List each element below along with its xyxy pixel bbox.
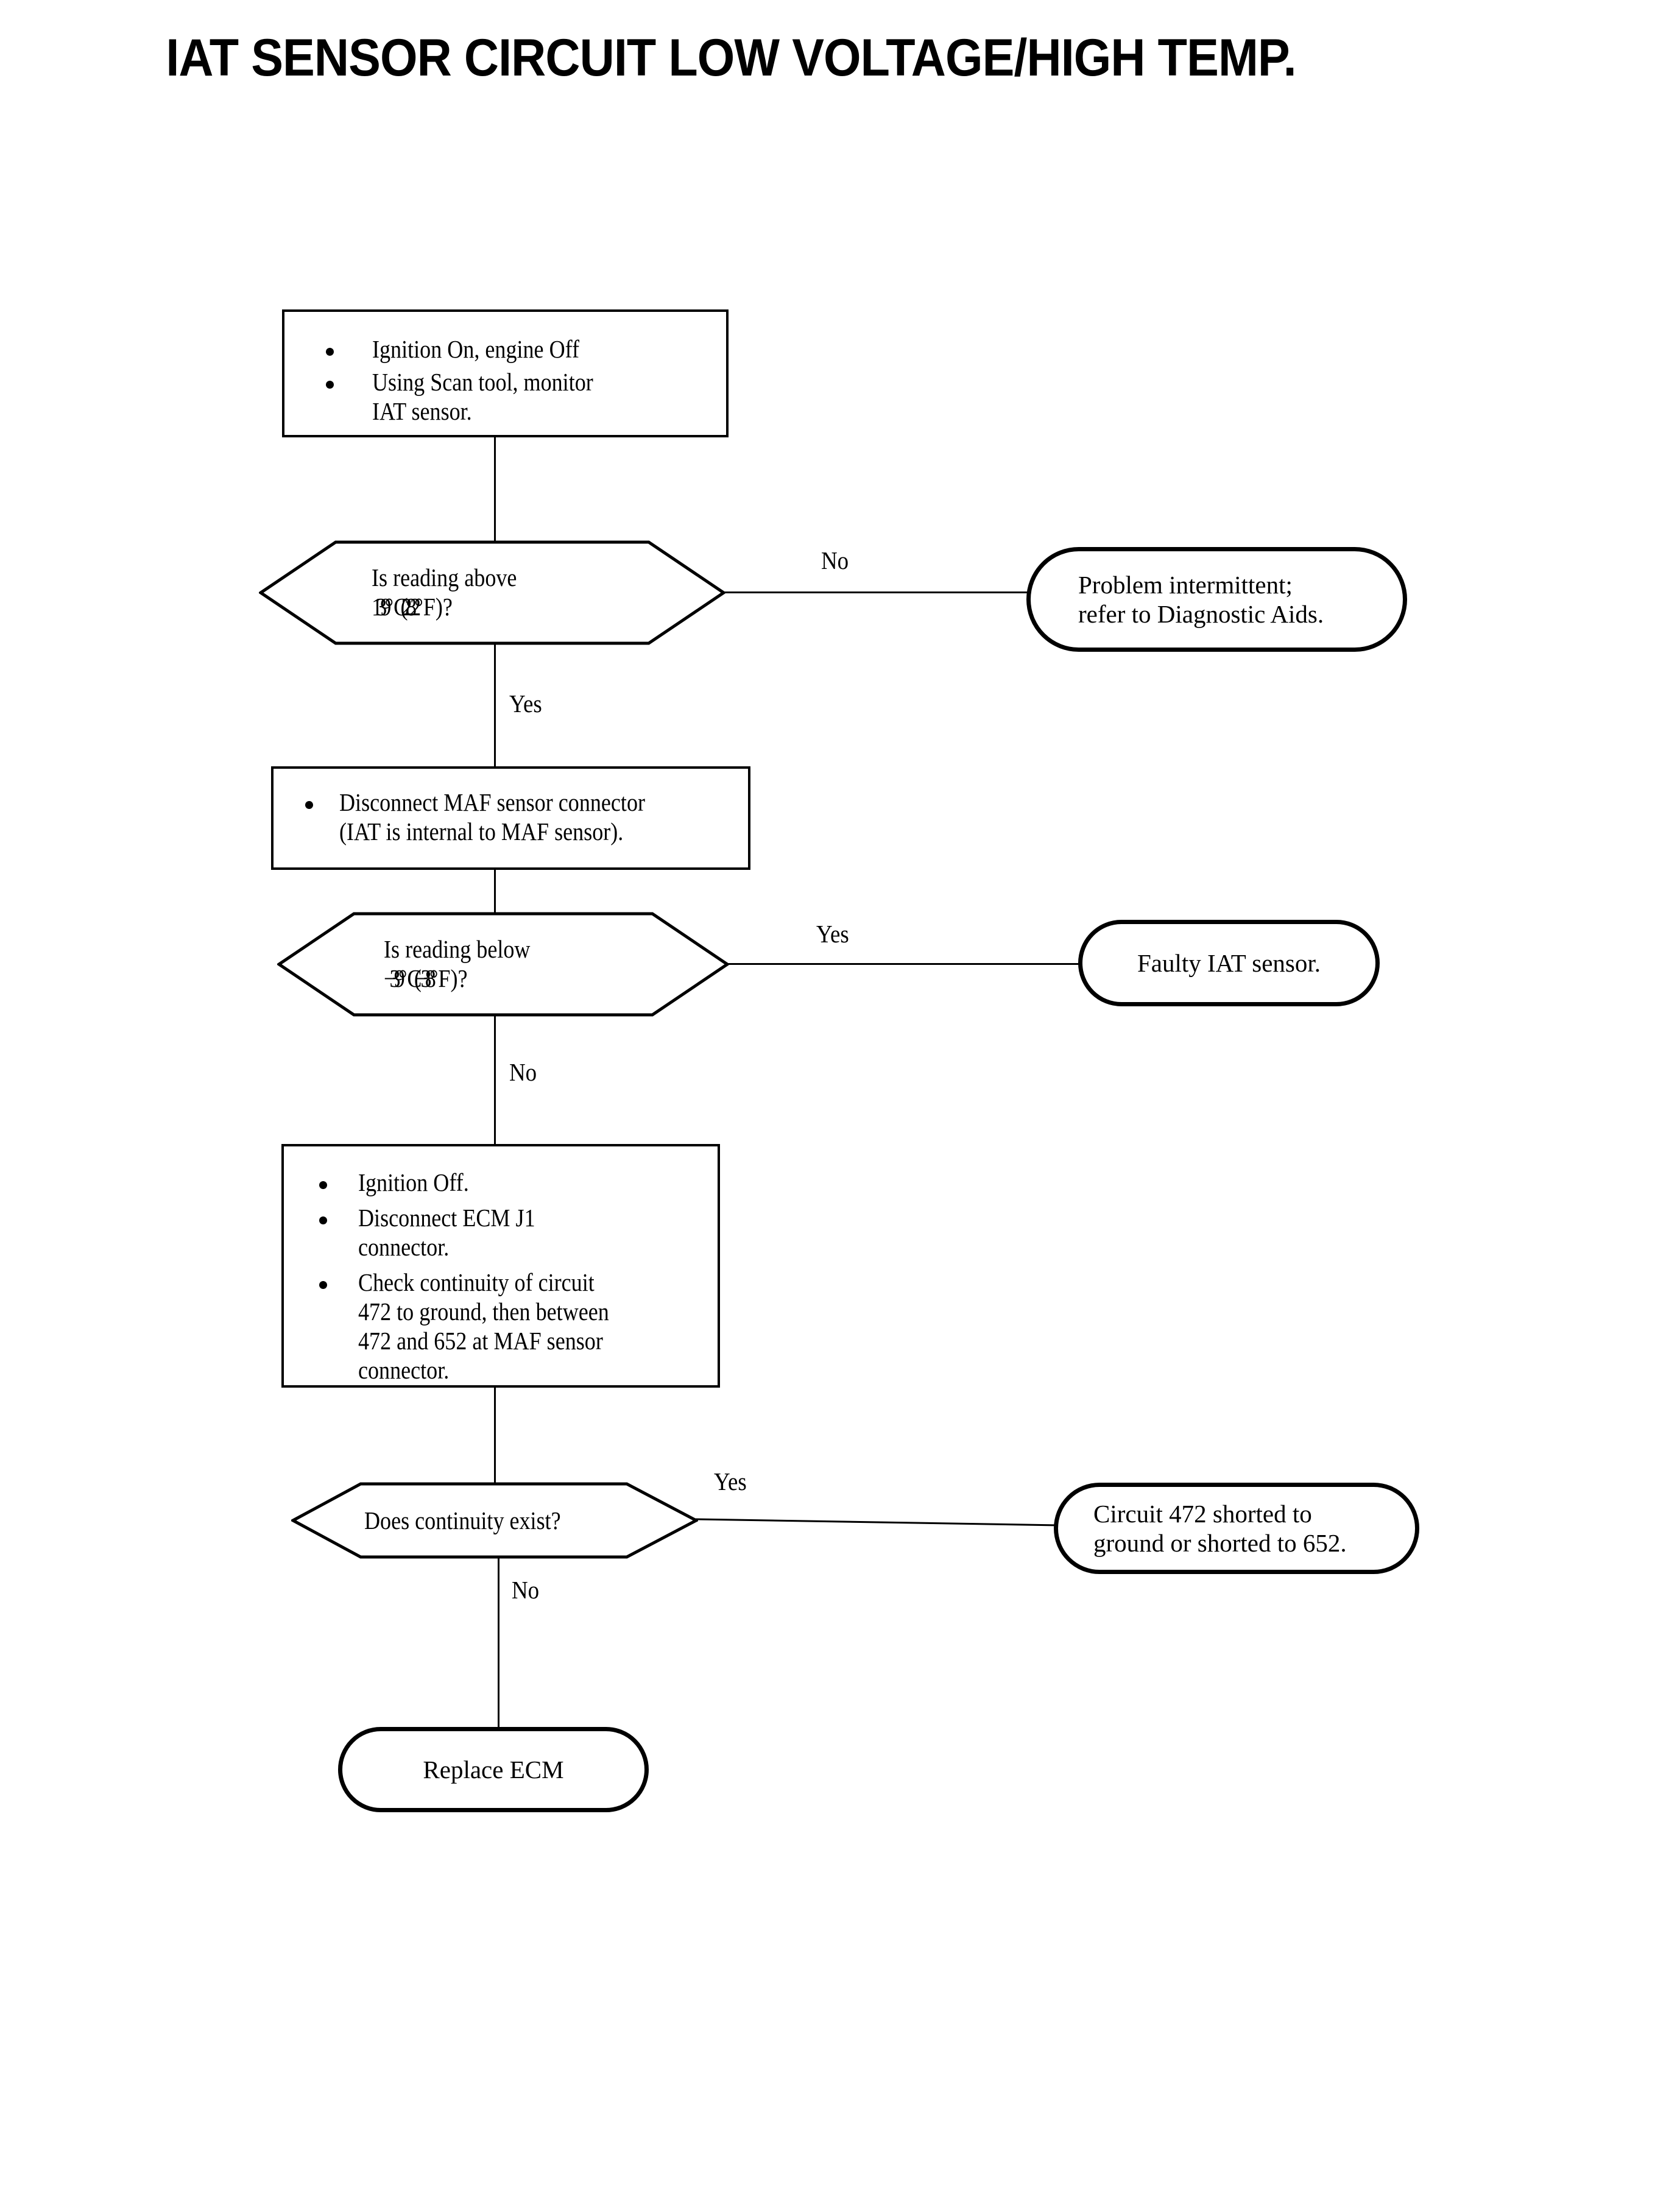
terminal-label: Circuit 472 shorted to ground or shorted… — [1093, 1499, 1347, 1557]
connector-decision2-step3 — [494, 1015, 496, 1146]
bullet-text: Ignition On, engine Off — [372, 335, 580, 363]
edge-label-no-2: No — [509, 1058, 537, 1086]
bullet-text: Ignition Off. — [358, 1168, 469, 1196]
connector-step2-decision2 — [494, 870, 496, 914]
decision-hex-2: Is reading below−39°C (−38°F)? — [277, 911, 729, 1017]
bullet-dot — [319, 1280, 327, 1289]
bullet-dot — [319, 1181, 327, 1189]
bullet-row: Ignition On, engine Off — [284, 335, 726, 364]
connector-decision1-terminal1 — [724, 591, 1028, 593]
decision-label: Does continuity exist? — [364, 1506, 561, 1534]
process-box-step1: Ignition On, engine Off Using Scan tool,… — [282, 309, 729, 437]
connector-decision3-terminal3 — [695, 1518, 1059, 1527]
bullet-row: Ignition Off. — [284, 1168, 718, 1198]
edge-label-no-1: No — [821, 546, 849, 574]
bullet-text: Disconnect MAF sensor connector (IAT is … — [339, 788, 646, 846]
hexagon-outline — [291, 1482, 698, 1559]
connector-step1-decision1 — [494, 437, 496, 542]
bullet-row: Disconnect MAF sensor connector (IAT is … — [274, 788, 748, 847]
bullet-dot — [326, 348, 334, 356]
connector-decision2-terminal2 — [727, 963, 1081, 965]
bullet-text: Using Scan tool, monitor IAT sensor. — [372, 367, 593, 425]
terminal-problem-intermittent: Problem intermittent; refer to Diagnosti… — [1026, 547, 1407, 652]
terminal-circuit-shorted: Circuit 472 shorted to ground or shorted… — [1054, 1483, 1419, 1574]
connector-decision1-step2 — [494, 643, 496, 768]
edge-label-no-3: No — [512, 1576, 540, 1604]
bullet-dot — [319, 1216, 327, 1224]
decision-hex-3: Does continuity exist? — [291, 1481, 698, 1559]
edge-label-yes-1: Yes — [509, 690, 542, 718]
bullet-dot — [305, 801, 313, 809]
edge-label-yes-2: Yes — [816, 920, 849, 948]
process-box-step2: Disconnect MAF sensor connector (IAT is … — [271, 766, 750, 870]
edge-label-yes-3: Yes — [714, 1467, 747, 1495]
decision-label: Is reading below−39°C (−38°F)? — [384, 935, 531, 993]
process-box-step3: Ignition Off. Disconnect ECM J1 connecto… — [281, 1144, 720, 1388]
terminal-replace-ecm: Replace ECM — [338, 1727, 649, 1812]
page-title: IAT SENSOR CIRCUIT LOW VOLTAGE/HIGH TEMP… — [166, 29, 1296, 87]
terminal-faulty-iat-sensor: Faulty IAT sensor. — [1078, 920, 1380, 1006]
bullet-text: Check continuity of circuit 472 to groun… — [358, 1268, 609, 1384]
bullet-row: Disconnect ECM J1 connector. — [284, 1204, 718, 1262]
connector-decision3-terminal4 — [498, 1557, 499, 1729]
terminal-label: Problem intermittent; refer to Diagnosti… — [1078, 570, 1324, 628]
bullet-row: Check continuity of circuit 472 to groun… — [284, 1268, 718, 1385]
bullet-dot — [326, 380, 334, 389]
terminal-label: Replace ECM — [423, 1755, 564, 1784]
bullet-row: Using Scan tool, monitor IAT sensor. — [284, 368, 726, 426]
terminal-label: Faulty IAT sensor. — [1137, 948, 1321, 977]
connector-step3-decision3 — [494, 1388, 496, 1486]
bullet-text: Disconnect ECM J1 connector. — [358, 1203, 535, 1261]
